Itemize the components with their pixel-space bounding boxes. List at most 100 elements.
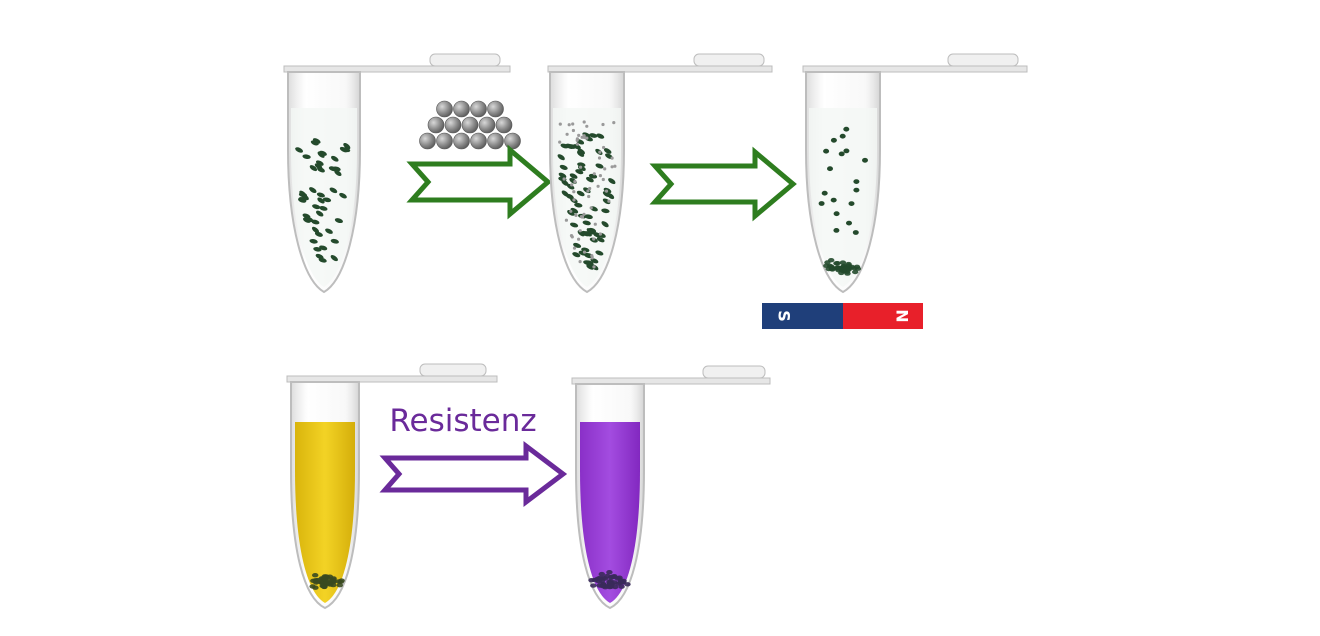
bacterium [833,211,840,217]
tube-cap [419,363,487,377]
bead-particle [572,246,577,250]
magnet-north-label: N [893,309,912,322]
bead-particle [572,190,576,194]
bacterium [602,191,611,198]
bacterium [302,154,311,159]
tube-rim [571,377,771,385]
bead-particle [582,120,586,124]
bar-magnet: S N [762,303,923,329]
bead-particle [610,156,614,160]
process-arrow-2 [649,146,797,222]
bacterium [853,187,860,193]
bacterium [566,183,575,190]
magnetic-bead [453,132,470,150]
tube-magnetic-separation [802,53,1028,294]
bacteria-pellet [588,570,631,590]
bacterium [618,584,625,589]
bacterium [334,169,342,177]
bacterium [330,582,337,588]
bacterium [572,252,581,258]
bead-particle [577,133,581,137]
bead-particles [558,120,617,269]
bacterium [338,578,345,583]
bacterium [862,157,868,163]
bacterium [311,219,320,225]
bead-particle [585,136,589,140]
bacterium [853,179,860,185]
tube-bacteria-with-beads [547,53,773,294]
tube-bacteria-suspension [283,53,511,294]
bead-particle [570,235,574,239]
bead-particle [573,180,577,184]
bacterium [330,238,339,244]
bacterium [845,261,852,267]
bead-particle [582,250,587,254]
bacterium [557,154,565,161]
bacterium [575,169,584,175]
bacterium [608,178,616,185]
bacterium [846,220,852,226]
bacterium [839,133,846,139]
bead-particle [562,177,566,181]
bacterium [852,230,859,235]
bacterium [295,147,303,153]
bacterium [311,226,320,234]
magnetic-bead [504,132,521,150]
bacterium [567,210,575,216]
bead-particle [585,124,589,128]
bacterium [576,190,585,197]
bacteria-pellet [823,258,862,276]
bacterium [332,166,341,172]
bacterium [314,163,323,170]
magnetic-bead [487,132,504,150]
bacterium [603,148,612,154]
bead-particle [612,121,616,125]
bacterium [321,584,328,589]
bacterium [312,573,319,578]
bacterium [309,238,318,244]
tube-rim [547,65,773,73]
bead-particle [572,198,576,202]
bacterium [577,150,585,157]
bacterium [606,570,613,575]
bacterium [604,573,611,579]
tube-rim [283,65,511,73]
bead-particle [613,164,617,168]
tube-cap [693,53,765,67]
bacterium [601,208,610,214]
bacterium [834,261,841,266]
bacterium [325,228,333,234]
bacterium [315,210,324,217]
magnetic-bead [427,116,445,134]
magnetic-beads-icon [419,100,521,150]
bacterium [596,575,603,581]
bead-particle [587,194,591,199]
bead-particle [598,232,603,236]
bacterium [589,133,598,138]
magnet-north-pole [843,303,923,329]
bacterium [323,580,330,585]
bacterium [823,148,830,154]
bacterium [617,580,624,585]
bacterium [830,197,837,203]
bacterium [312,204,321,210]
tube-cap [702,365,766,379]
bacteria-cluster [295,138,351,263]
bacterium [608,584,615,589]
bacterium [319,206,328,211]
bead-particle [558,122,562,126]
bacterium [315,253,324,260]
bacterium [318,150,327,156]
bead-particle [582,134,586,138]
bacterium [577,148,585,155]
bacterium [591,577,598,583]
bacterium [317,197,325,204]
bacterium [838,151,845,157]
bacterium [843,126,850,132]
magnetic-bead [495,116,513,134]
bacterium [602,583,609,589]
bacterium [585,260,594,266]
magnetic-bead [470,100,487,118]
bead-particle [589,206,593,210]
bead-particle [567,123,571,127]
